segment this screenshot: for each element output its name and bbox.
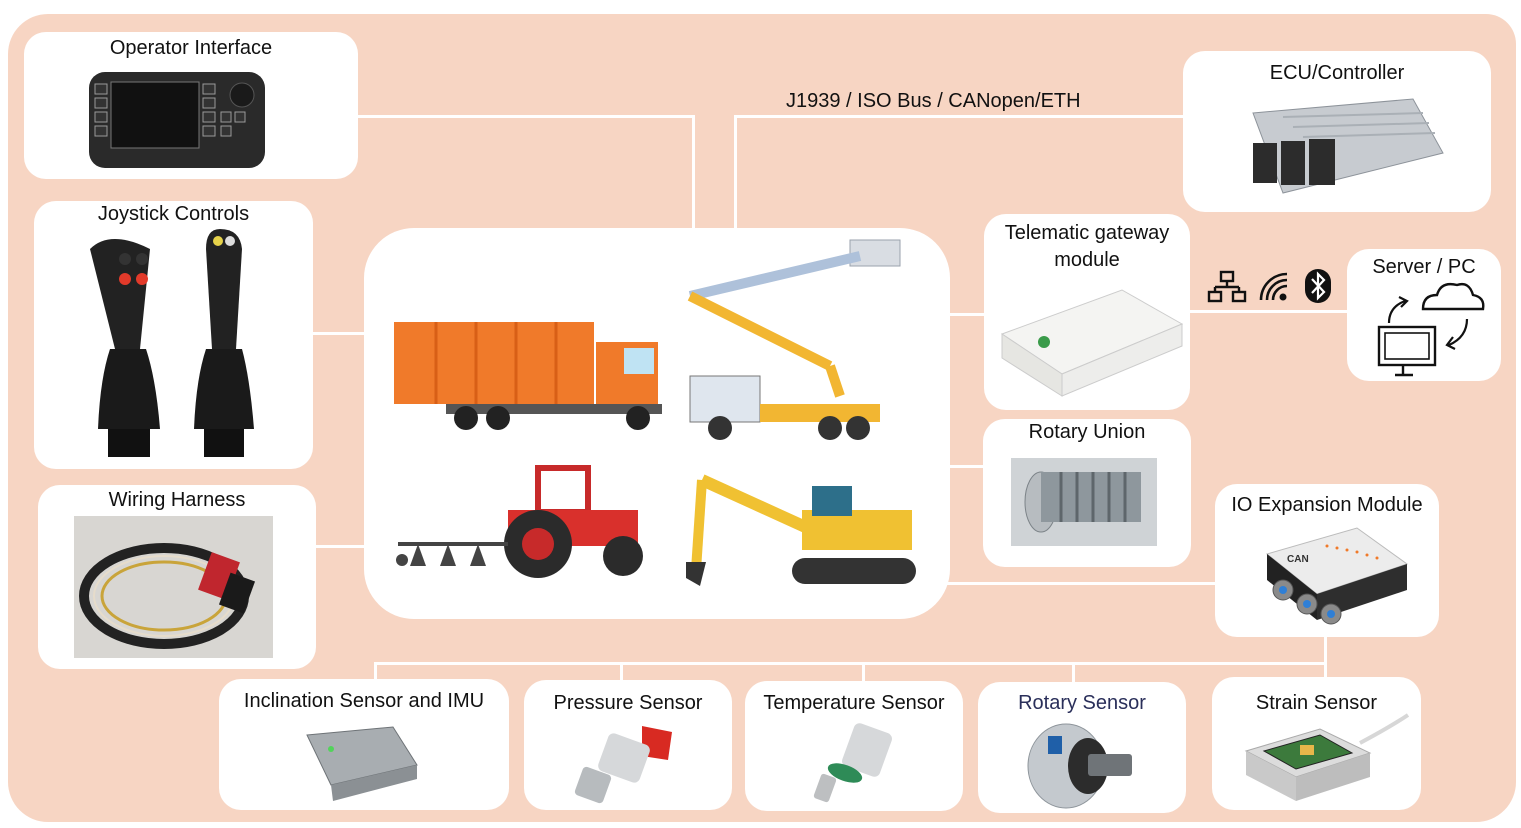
connector-bus-vertical [734, 115, 737, 230]
connector-operator-vertical [692, 115, 695, 230]
inclination-sensor-icon [306, 726, 418, 801]
ecu-module-icon [1252, 98, 1444, 194]
connector-io-down [1324, 636, 1327, 680]
node-rotary-union[interactable]: Rotary Union [983, 419, 1191, 567]
rotary-encoder-icon [1027, 723, 1132, 809]
connector-bus-horizontal [734, 115, 1184, 118]
node-telematic-gateway[interactable]: Telematic gateway module [984, 214, 1190, 410]
node-joystick-controls[interactable]: Joystick Controls [34, 201, 313, 469]
connector-rotary-union [945, 465, 985, 468]
node-ecu-controller[interactable]: ECU/Controller [1183, 51, 1491, 212]
node-pressure-sensor[interactable]: Pressure Sensor [524, 680, 732, 810]
connector-sensor-bus [374, 662, 1327, 665]
connector-operator-interface [356, 115, 694, 118]
connector-harness [316, 545, 366, 548]
connector-inclination-drop [374, 662, 377, 684]
excavator-icon [686, 474, 916, 586]
garbage-truck-icon [394, 322, 662, 430]
strain-sensor-icon [1244, 713, 1410, 801]
node-title: Operator Interface [109, 37, 273, 59]
node-title: Temperature Sensor [763, 692, 945, 714]
node-title: Inclination Sensor and IMU [243, 690, 485, 712]
server-pc-icon [1377, 282, 1485, 377]
node-inclination-sensor[interactable]: Inclination Sensor and IMU [219, 679, 509, 810]
node-operator-interface[interactable]: Operator Interface [24, 32, 358, 179]
node-title: Strain Sensor [1255, 692, 1378, 714]
pressure-sensor-icon [574, 726, 672, 804]
connector-pressure-drop [620, 662, 623, 684]
io-brand-text: CAN [1287, 554, 1309, 565]
node-title: Rotary Sensor [1018, 692, 1146, 714]
node-title-line2: module [1054, 249, 1120, 271]
wifi-icon [1259, 272, 1288, 301]
io-box-icon: CAN [1265, 527, 1409, 625]
node-title: Joystick Controls [97, 203, 250, 225]
bluetooth-icon [1305, 269, 1331, 303]
connector-temperature-drop [862, 662, 865, 684]
temperature-sensor-icon [813, 723, 892, 803]
node-wiring-harness[interactable]: Wiring Harness [38, 485, 316, 669]
connector-joystick [312, 332, 366, 335]
node-strain-sensor[interactable]: Strain Sensor [1212, 677, 1421, 810]
node-vehicles[interactable] [364, 228, 950, 619]
node-temperature-sensor[interactable]: Temperature Sensor [745, 681, 963, 811]
bus-protocol-label: J1939 / ISO Bus / CANopen/ETH [786, 90, 1081, 112]
connector-rotary-drop [1072, 662, 1075, 684]
gateway-module-icon [1000, 289, 1184, 397]
node-server-pc[interactable]: Server / PC [1347, 249, 1501, 381]
cable-harness-icon [74, 516, 273, 658]
rotary-union-icon [1011, 458, 1157, 546]
connector-server [1190, 310, 1350, 313]
tractor-icon [396, 465, 643, 578]
connector-io-expansion [940, 582, 1216, 585]
node-rotary-sensor[interactable]: Rotary Sensor [978, 682, 1186, 813]
node-title: Rotary Union [1028, 421, 1146, 443]
joystick-icon [90, 229, 254, 457]
node-title: Wiring Harness [108, 489, 246, 511]
bucket-truck-icon [687, 239, 901, 440]
node-title-line1: Telematic gateway [1004, 222, 1170, 244]
ethernet-network-icon [1207, 270, 1247, 303]
node-title: Server / PC [1372, 256, 1476, 278]
node-title: IO Expansion Module [1231, 494, 1423, 516]
node-io-expansion[interactable]: IO Expansion Module CAN [1215, 484, 1439, 637]
display-terminal-icon [89, 72, 265, 168]
node-title: ECU/Controller [1269, 62, 1405, 84]
node-title: Pressure Sensor [553, 692, 703, 714]
connector-telematic [947, 313, 985, 316]
